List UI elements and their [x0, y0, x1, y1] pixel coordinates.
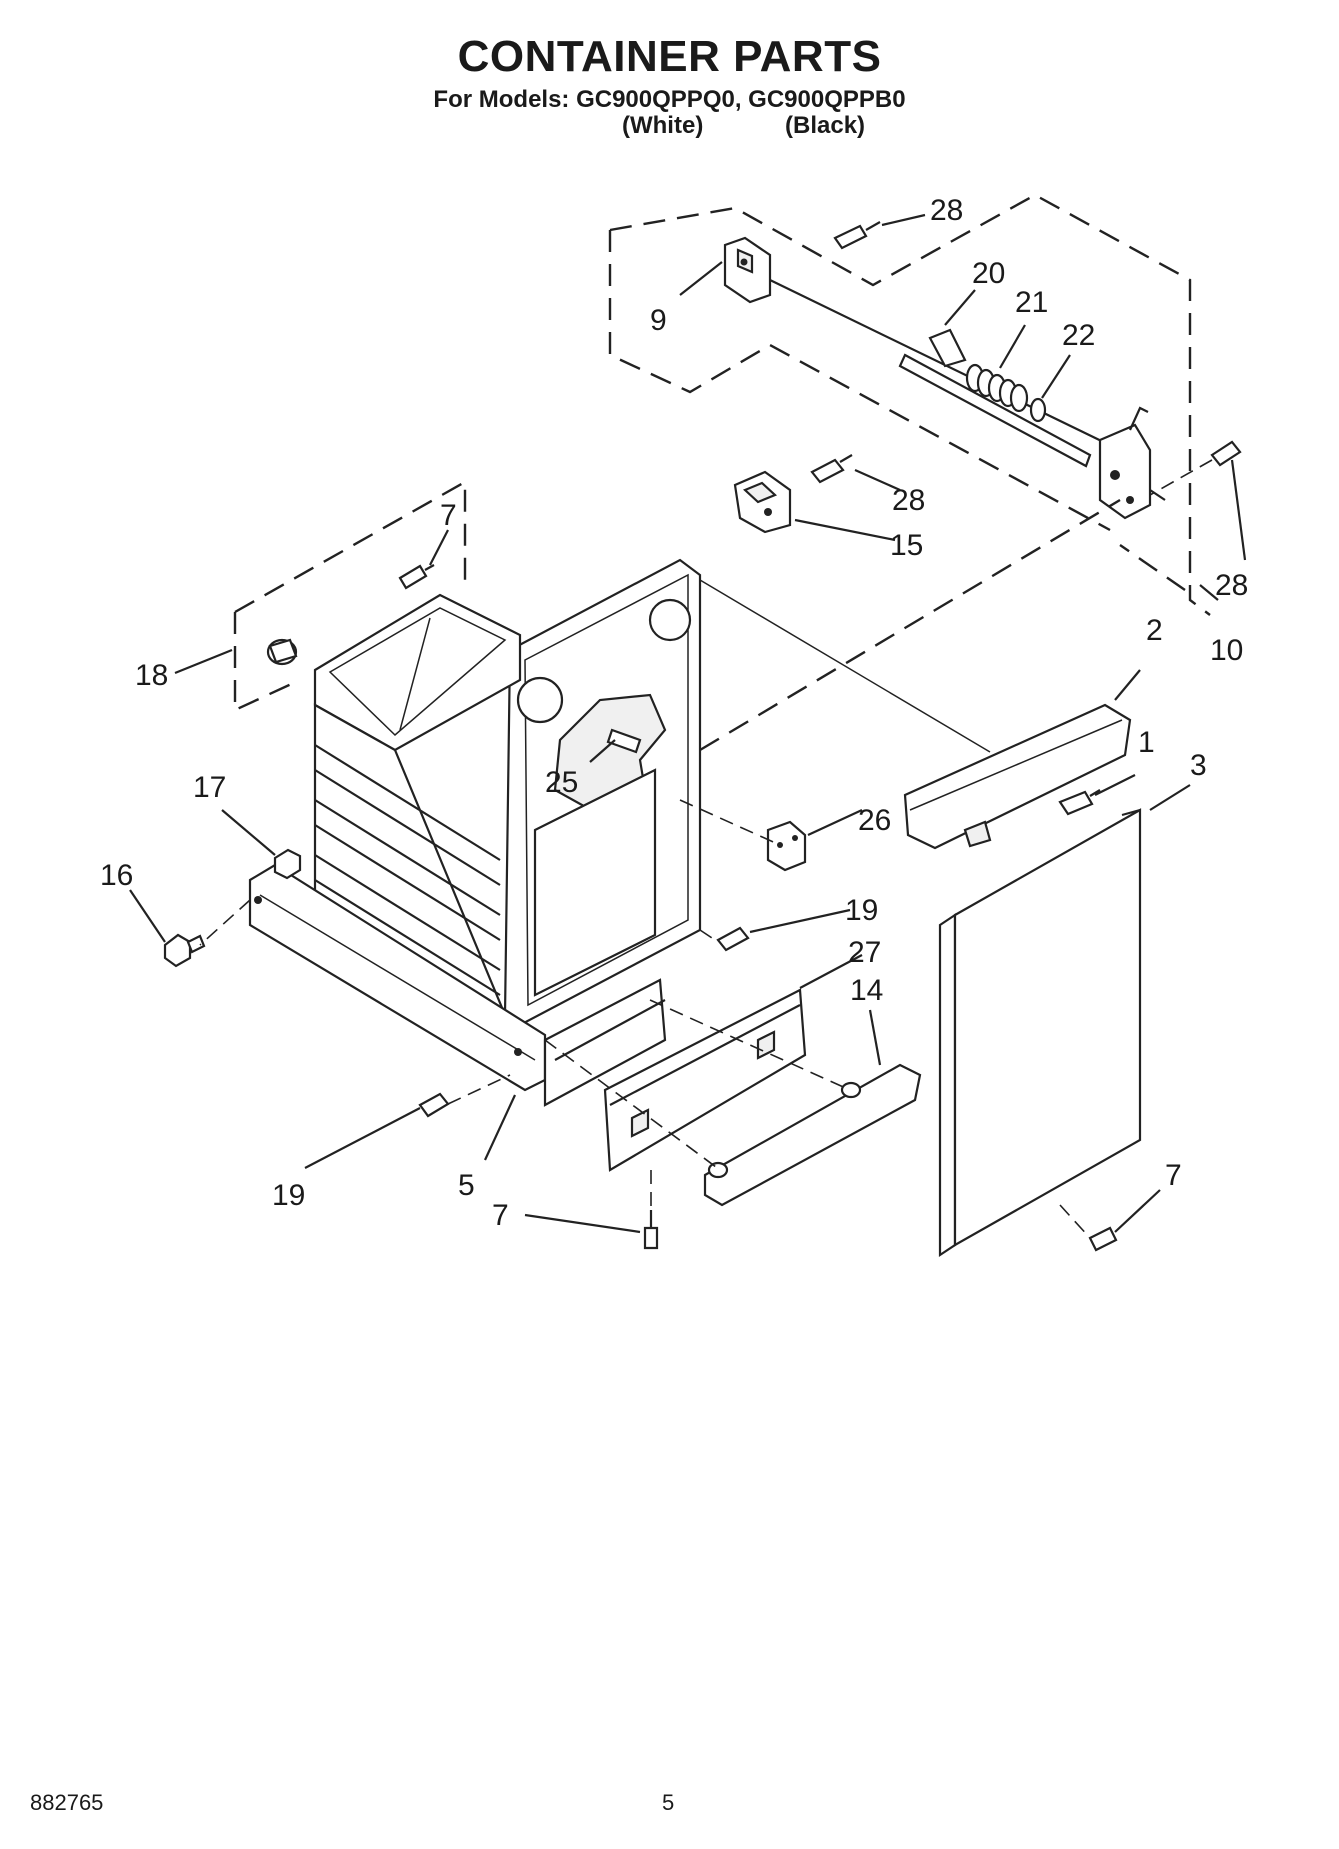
hinge-rod-assembly — [769, 279, 1166, 520]
callout-14: 14 — [850, 974, 883, 1007]
callout-16: 16 — [100, 859, 133, 892]
callout-18: 18 — [135, 659, 168, 692]
assembly-guides — [199, 498, 1121, 1239]
bracket-26 — [766, 820, 807, 872]
kick-plate-27 — [603, 988, 807, 1172]
callout-28-top: 28 — [930, 194, 963, 227]
louver-slats — [314, 744, 501, 1026]
callout-27: 27 — [848, 936, 881, 969]
callout-22: 22 — [1062, 319, 1095, 352]
dashed-boundary-left — [233, 479, 467, 712]
hinge-plate-10 — [1098, 423, 1152, 520]
callout-26: 26 — [858, 804, 891, 837]
document-number: 882765 — [30, 1790, 104, 1815]
callout-19-mid: 19 — [845, 894, 878, 927]
screw-19-bottom — [418, 1092, 450, 1118]
callout-15: 15 — [890, 529, 923, 562]
container-cabinet — [248, 558, 702, 1107]
callout-5: 5 — [458, 1169, 475, 1202]
screw-28-top — [833, 221, 881, 250]
callout-1: 1 — [1138, 726, 1155, 759]
variant-black: (Black) — [785, 112, 866, 139]
screw-7-bottom — [643, 1210, 659, 1250]
page-title: CONTAINER PARTS — [457, 32, 882, 81]
top-trim-2 — [903, 703, 1132, 850]
screw-7-right — [1088, 1226, 1118, 1252]
knob-18 — [266, 638, 298, 666]
leader-lines — [129, 213, 1247, 1234]
callout-19-bottom: 19 — [272, 1179, 305, 1212]
dashed-boundary-hinge — [608, 193, 1211, 616]
callout-25: 25 — [545, 766, 578, 799]
callout-9: 9 — [650, 304, 667, 337]
toe-trim-14 — [703, 1063, 922, 1207]
callout-20: 20 — [972, 257, 1005, 290]
spring-21 — [965, 363, 1029, 413]
callout-21: 21 — [1015, 286, 1048, 319]
callout-7-top: 7 — [440, 499, 457, 532]
nut-17 — [273, 848, 302, 880]
page-number: 5 — [662, 1790, 675, 1815]
screw-28-right — [1149, 440, 1242, 496]
callout-3: 3 — [1190, 749, 1207, 782]
bolt-16 — [163, 933, 206, 968]
callout-17: 17 — [193, 771, 226, 804]
screw-28-mid — [810, 454, 853, 484]
callout-7-right: 7 — [1165, 1159, 1182, 1192]
models-line: For Models: GC900QPPQ0, GC900QPPB0 — [433, 86, 906, 113]
screw-19-mid — [716, 926, 750, 952]
variant-white: (White) — [622, 112, 704, 139]
screw-1 — [1058, 789, 1101, 816]
side-panel-3 — [938, 808, 1142, 1258]
screw-7-top — [398, 564, 435, 590]
callout-28-mid: 28 — [892, 484, 925, 517]
callout-7-bottom: 7 — [492, 1199, 509, 1232]
callout-28-right: 28 — [1215, 569, 1248, 602]
hinge-block-15 — [733, 470, 792, 534]
washer-22 — [1029, 397, 1047, 423]
hinge-bracket-9 — [723, 236, 772, 304]
callout-2: 2 — [1146, 614, 1163, 647]
callout-10: 10 — [1210, 634, 1243, 667]
